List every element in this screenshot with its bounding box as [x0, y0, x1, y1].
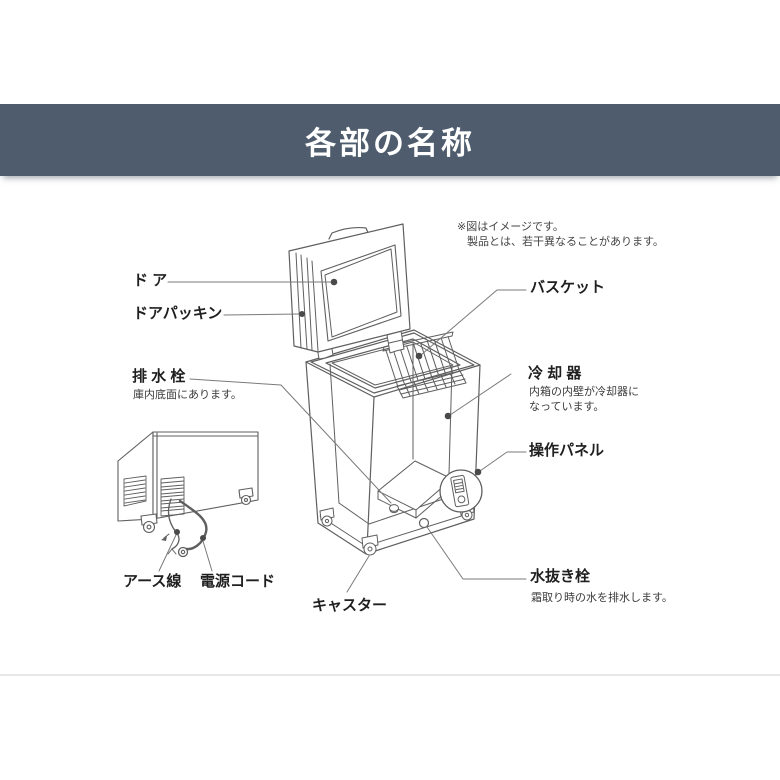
note-drain-plug: 庫内底面にあります。	[133, 389, 242, 401]
water-drain-valve	[418, 517, 430, 529]
power-cord-line	[178, 499, 208, 551]
label-caster: キャスター	[312, 597, 388, 614]
section-header: 各部の名称	[0, 104, 780, 176]
content-divider	[0, 674, 780, 676]
freezer-door-drawing	[288, 223, 411, 353]
freezer-body-drawing	[305, 329, 483, 556]
leader-dots	[174, 278, 482, 541]
note-cooler-line-1: 内箱の内壁が冷却器に	[529, 386, 639, 398]
label-cooler: 冷 却 器	[528, 365, 582, 382]
label-control-panel: 操作パネル	[529, 442, 605, 459]
disclaimer-line-1: ※図はイメージです。	[457, 221, 564, 233]
leader-lines	[158, 278, 527, 593]
note-water-drain: 霜取り時の水を排水します。	[531, 592, 673, 604]
label-drain-plug: 排 水 栓	[132, 368, 186, 385]
note-cooler-line-2: なっています。	[529, 401, 605, 413]
rear-vent-grille	[160, 476, 185, 517]
basket-drawing	[382, 331, 467, 399]
label-water-drain: 水抜き栓	[530, 568, 591, 585]
label-door: ド ア	[133, 272, 168, 289]
control-panel-magnifier	[439, 469, 483, 513]
label-door-packing: ドアパッキン	[133, 305, 223, 322]
door-packing-layers	[295, 252, 319, 352]
label-earth-wire: アース線	[123, 573, 182, 590]
label-basket: バスケット	[530, 279, 606, 296]
disclaimer-line-2: 製品とは、若干異なることがあります。	[467, 236, 664, 248]
side-vent-grille	[123, 475, 147, 507]
section-title: 各部の名称	[305, 125, 475, 161]
caster-wheels	[319, 502, 475, 556]
label-power-cord: 電源コード	[200, 573, 276, 590]
rear-view-drawing	[117, 431, 259, 558]
freezer-interior-drawing	[329, 342, 453, 525]
